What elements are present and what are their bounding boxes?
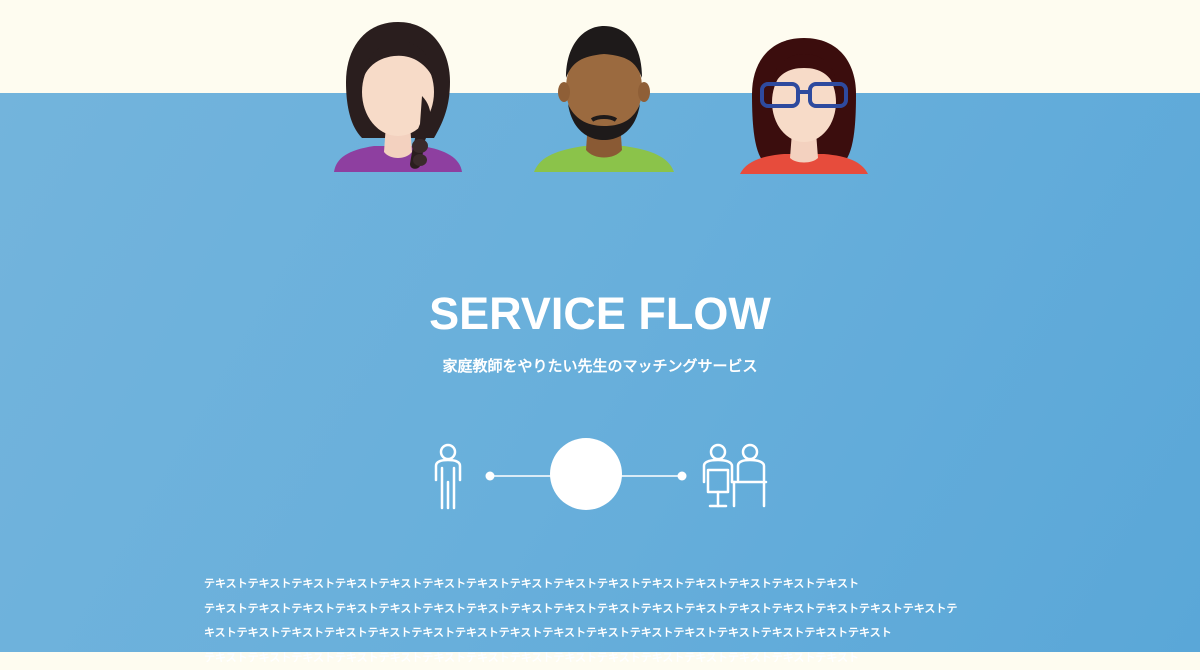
- body-text: テキストテキストテキストテキストテキストテキストテキストテキストテキストテキスト…: [204, 572, 1004, 670]
- man-beard-avatar-icon: [532, 22, 676, 172]
- matching-circle: [550, 438, 622, 510]
- body-line: テキストテキストテキストテキストテキストテキストテキストテキストテキストテキスト…: [204, 597, 1004, 622]
- body-line: テキストテキストテキストテキストテキストテキストテキストテキストテキストテキスト…: [204, 646, 1004, 670]
- section-title: SERVICE FLOW: [0, 288, 1200, 340]
- two-people-desk-icon: [704, 445, 766, 506]
- section-subtitle: 家庭教師をやりたい先生のマッチングサービス: [0, 355, 1200, 376]
- woman-glasses-avatar-icon: [740, 36, 868, 174]
- avatar-row: [0, 0, 1200, 175]
- woman-braid-avatar-icon: [330, 20, 466, 172]
- service-flow-diagram: [420, 436, 780, 516]
- body-line: キストテキストテキストテキストテキストテキストテキストテキストテキストテキストテ…: [204, 621, 1004, 646]
- single-person-icon: [436, 445, 460, 508]
- body-line: テキストテキストテキストテキストテキストテキストテキストテキストテキストテキスト…: [204, 572, 1004, 597]
